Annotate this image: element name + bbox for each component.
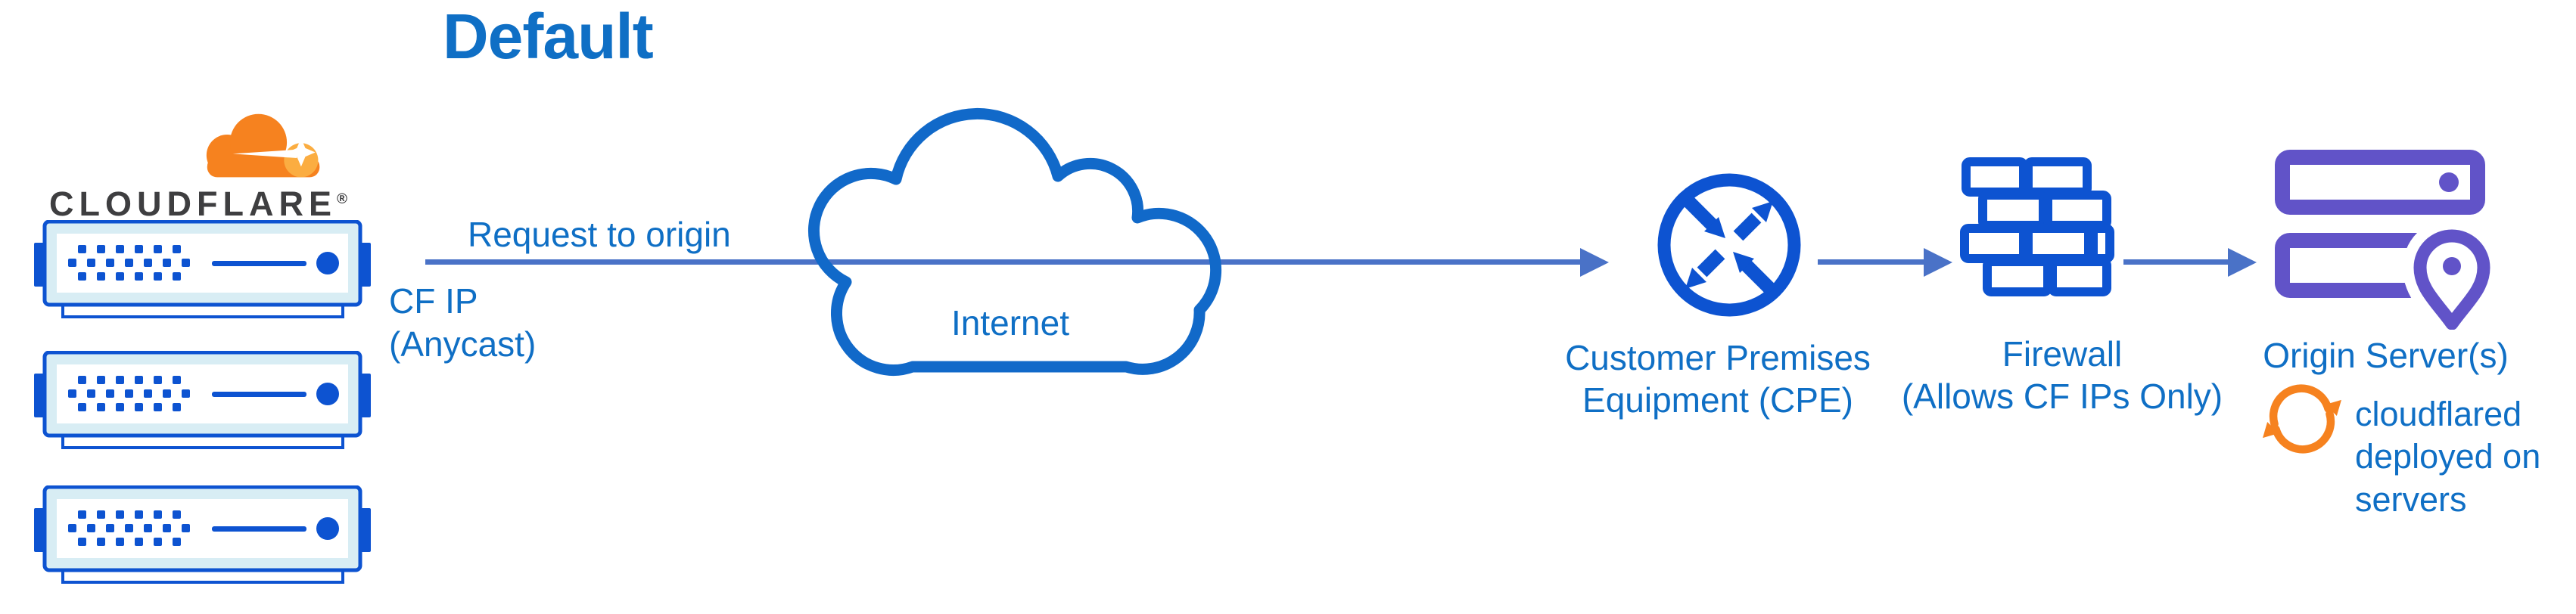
cf-ip-anycast-label: CF IP (Anycast) <box>389 280 536 366</box>
cpe-to-firewall-line <box>1818 259 1924 265</box>
cloudflared-note-line3: servers <box>2355 479 2467 519</box>
main-connector-arrowhead <box>1580 248 1609 277</box>
main-connector-line <box>425 259 1580 265</box>
edge-server-icon-1 <box>34 220 371 318</box>
cpe-to-firewall-arrowhead <box>1924 248 1952 277</box>
cloudflare-wordmark-text: CLOUDFLARE <box>49 185 337 223</box>
cpe-label: Customer Premises Equipment (CPE) <box>1544 336 1892 421</box>
firewall-to-origin-arrowhead <box>2228 248 2257 277</box>
cf-ip-label-line2: (Anycast) <box>389 324 537 364</box>
cpe-label-line1: Customer Premises <box>1565 338 1871 377</box>
diagram-title: Default <box>443 1 654 72</box>
edge-server-icon-2 <box>34 351 371 449</box>
cpe-router-icon <box>1657 173 1801 317</box>
cf-ip-label-line1: CF IP <box>389 281 478 321</box>
origin-servers-icon <box>2275 150 2499 330</box>
cloudflared-sync-icon <box>2263 384 2341 454</box>
cloudflare-logo: CLOUDFLARE® <box>49 110 352 223</box>
internet-label: Internet <box>951 303 1069 343</box>
firewall-label-line1: Firewall <box>2002 334 2123 374</box>
edge-server-icon-3 <box>34 485 371 584</box>
cpe-label-line2: Equipment (CPE) <box>1582 380 1853 420</box>
firewall-label: Firewall (Allows CF IPs Only) <box>1884 333 2240 417</box>
origin-servers-label: Origin Server(s) <box>2263 336 2509 375</box>
cloudflare-wordmark: CLOUDFLARE® <box>49 185 347 224</box>
firewall-label-line2: (Allows CF IPs Only) <box>1901 377 2223 417</box>
request-to-origin-label: Request to origin <box>468 215 731 254</box>
cloudflare-cloud-icon <box>206 113 320 178</box>
registered-mark: ® <box>336 191 347 207</box>
cloudflared-note-line1: cloudflared <box>2355 395 2522 433</box>
firewall-to-origin-line <box>2123 259 2228 265</box>
internet-cloud-icon <box>807 107 1222 376</box>
firewall-icon <box>1960 157 2114 296</box>
cloudflared-note: cloudflared deployed on servers <box>2355 393 2540 521</box>
cloudflared-note-line2: deployed on <box>2355 437 2541 476</box>
